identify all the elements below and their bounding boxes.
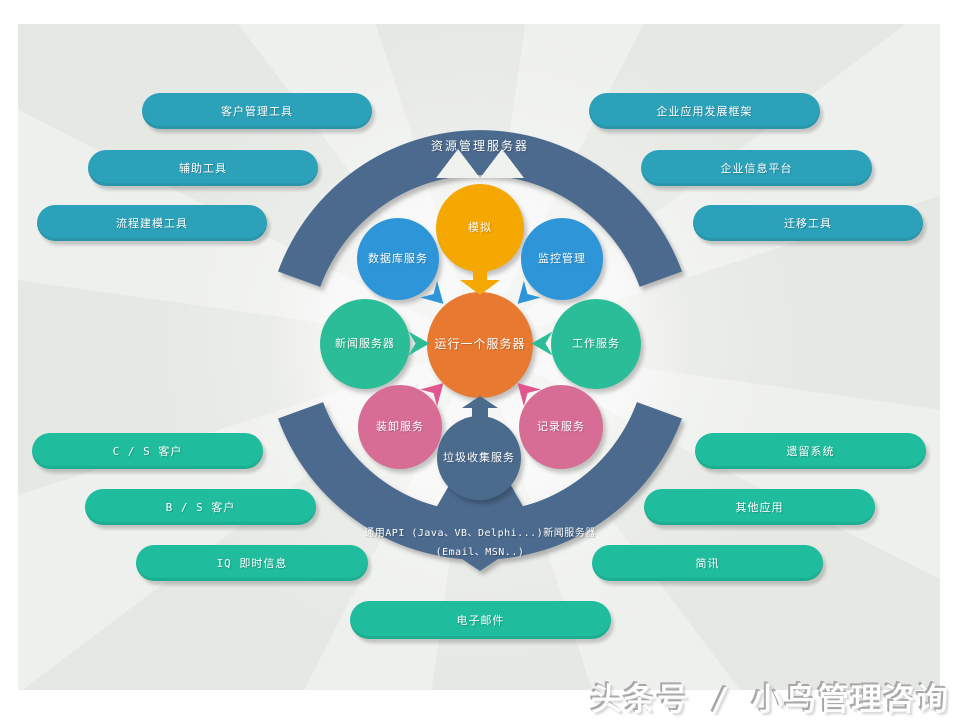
node-record-service: 记录服务 (519, 385, 603, 469)
pill-enterprise-app-framework: 企业应用发展框架 (589, 93, 820, 129)
pill-customer-mgmt-tools: 客户管理工具 (142, 93, 372, 129)
watermark-text: 头条号 / 小鸟管理咨询 (591, 682, 950, 718)
pill-enterprise-info-platform: 企业信息平台 (641, 150, 872, 186)
pill-auxiliary-tools: 辅助工具 (88, 150, 318, 186)
node-news-server: 新闻服务器 (320, 299, 410, 389)
top-arc-label: 资源管理服务器 (430, 139, 529, 153)
pill-cs-client: C / S 客户 (32, 433, 263, 469)
pill-iq-instant-message: IQ 即时信息 (136, 545, 368, 581)
pill-email: 电子邮件 (350, 601, 611, 639)
node-database-service: 数据库服务 (357, 218, 439, 300)
node-work-service: 工作服务 (551, 299, 641, 389)
pill-process-modeling-tools: 流程建模工具 (37, 205, 267, 241)
bottom-arc-label-line1: 通用API (Java、VB、Delphi...)新闻服务器 (364, 528, 596, 539)
bottom-arc-label-line2: (Email、MSN..) (435, 547, 525, 558)
node-unload-service: 装卸服务 (358, 385, 442, 469)
pill-bs-client: B / S 客户 (85, 489, 316, 525)
pill-legacy-system: 遗留系统 (695, 433, 926, 469)
node-simulation: 模拟 (436, 184, 524, 272)
hub-run-a-server: 运行一个服务器 (427, 292, 533, 398)
pill-other-apps: 其他应用 (644, 489, 875, 525)
pill-sms: 简讯 (592, 545, 823, 581)
pill-migration-tools: 迁移工具 (693, 205, 923, 241)
node-monitoring-mgmt: 监控管理 (521, 218, 603, 300)
node-garbage-collection: 垃圾收集服务 (437, 416, 521, 500)
